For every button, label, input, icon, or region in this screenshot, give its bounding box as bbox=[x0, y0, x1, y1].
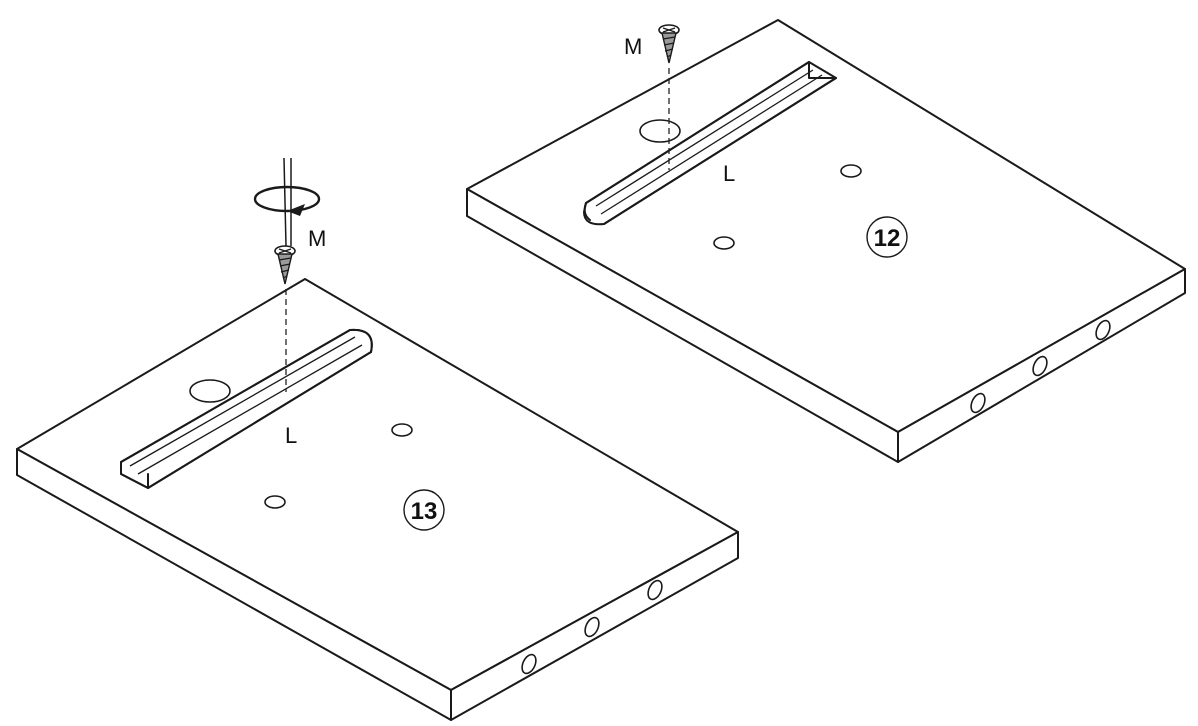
panel-12-left-side bbox=[466, 188, 899, 463]
panel-13: M L 13 bbox=[16, 157, 739, 721]
side-hole bbox=[1032, 355, 1048, 377]
screw-icon bbox=[658, 24, 680, 64]
rail-label-13: L bbox=[285, 423, 297, 448]
svg-text:12: 12 bbox=[874, 225, 901, 252]
rail-12 bbox=[583, 61, 837, 226]
side-hole bbox=[647, 579, 663, 601]
side-hole bbox=[970, 392, 986, 414]
panel-13-top bbox=[16, 278, 739, 691]
svg-text:13: 13 bbox=[411, 498, 438, 525]
panel-number-badge-13: 13 bbox=[403, 489, 445, 531]
screw-label-13: M bbox=[308, 226, 326, 251]
rail-13 bbox=[120, 328, 373, 489]
panel-number-badge-12: 12 bbox=[866, 216, 908, 258]
rotation-arrow-icon bbox=[253, 185, 321, 216]
side-hole bbox=[1095, 319, 1111, 341]
panel-12: M L 12 bbox=[466, 19, 1186, 463]
recess-hole bbox=[189, 379, 231, 403]
rail-label-12: L bbox=[723, 161, 735, 186]
top-hole bbox=[840, 164, 862, 178]
recess-hole bbox=[639, 119, 681, 143]
side-hole bbox=[584, 616, 600, 638]
screwdriver-icon bbox=[283, 157, 292, 247]
screw-label-12: M bbox=[624, 34, 642, 59]
top-hole bbox=[391, 423, 413, 437]
screw-icon bbox=[274, 245, 296, 285]
panel-13-left-side bbox=[16, 448, 452, 721]
side-hole bbox=[521, 653, 537, 675]
top-hole bbox=[713, 236, 735, 250]
top-hole bbox=[264, 495, 286, 509]
